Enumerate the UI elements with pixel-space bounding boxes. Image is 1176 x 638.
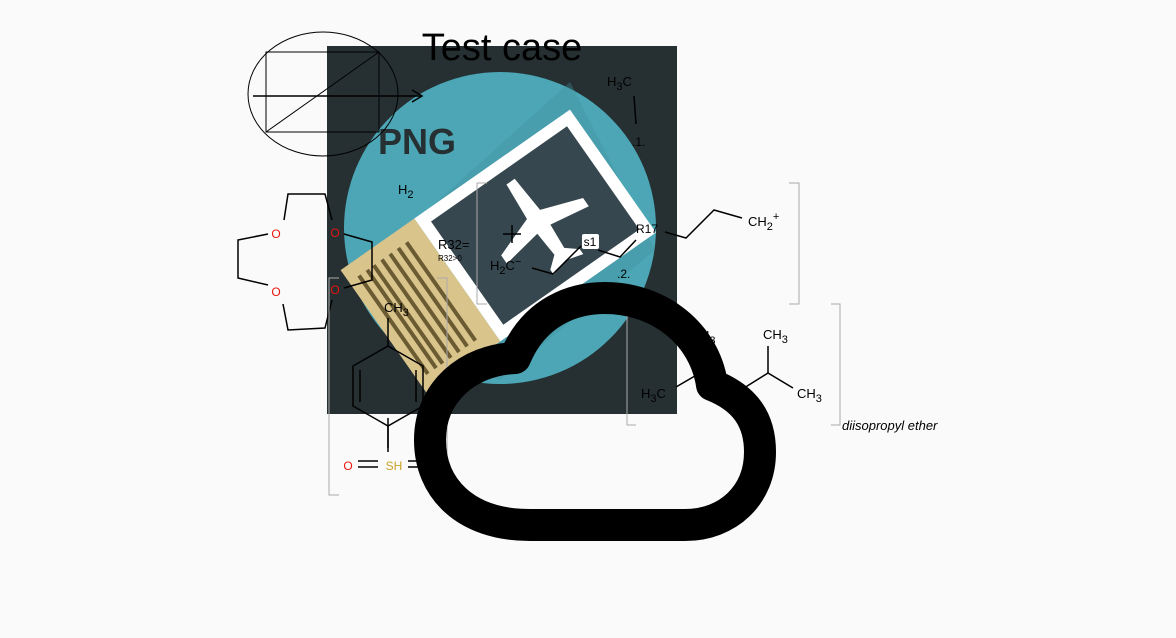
cloud-icon[interactable] xyxy=(414,282,776,541)
r32-condition: R32>0 xyxy=(438,254,462,263)
ether-caption: diisopropyl ether xyxy=(842,418,938,433)
sulfur-atom: SH xyxy=(386,459,403,473)
ellipse-with-rectangle-and-arrow[interactable] xyxy=(247,31,424,157)
oxygen-atom: O xyxy=(343,459,352,473)
crown-ether-molecule[interactable]: O O O O xyxy=(237,193,373,331)
tosyl-bonds xyxy=(352,318,424,468)
rectangle-shape xyxy=(265,51,380,133)
attachment-point-2: .2. xyxy=(617,267,630,281)
ch2-cation-label: CH2+ xyxy=(748,211,779,233)
methyl-label: CH3 xyxy=(384,300,409,319)
oxygen-atom: O xyxy=(271,227,280,241)
ellipse-shape xyxy=(247,31,399,157)
oxygen-atom: O xyxy=(330,226,339,240)
ticket-stub xyxy=(340,218,501,394)
diagonal-line xyxy=(265,51,380,133)
methyl-top-label: CH3 xyxy=(763,327,788,346)
r17-label: R17 xyxy=(636,222,658,236)
airplane-ticket-icon xyxy=(340,109,656,394)
r-group-chain-molecule[interactable]: H2 R32= R32>0 H2C− s1 R17 CH2+ H3C .1. .… xyxy=(398,74,800,305)
page-title: Test case xyxy=(422,27,583,69)
oxygen-atom: O xyxy=(271,285,280,299)
chain-bracket xyxy=(476,182,800,305)
png-label: PNG xyxy=(378,121,456,162)
plus-crosshair-icon xyxy=(503,225,521,243)
h2c-anion-label: H2C− xyxy=(490,256,521,277)
methyl-right-label: CH3 xyxy=(797,386,822,405)
airplane-icon xyxy=(501,178,589,275)
oxygen-atom: O xyxy=(330,283,339,297)
h3c-top-label: H3C xyxy=(607,74,632,93)
h2-label: H2 xyxy=(398,182,414,201)
arrow-head xyxy=(411,89,424,103)
r32-label: R32= xyxy=(438,237,469,252)
ticket-barcode xyxy=(357,241,478,376)
attachment-point-1: .1. xyxy=(632,135,645,149)
h3c-left-label: H3C xyxy=(641,386,666,405)
s1-label-bg xyxy=(582,234,599,249)
s1-label: s1 xyxy=(584,235,597,249)
chain-bonds xyxy=(531,95,743,275)
